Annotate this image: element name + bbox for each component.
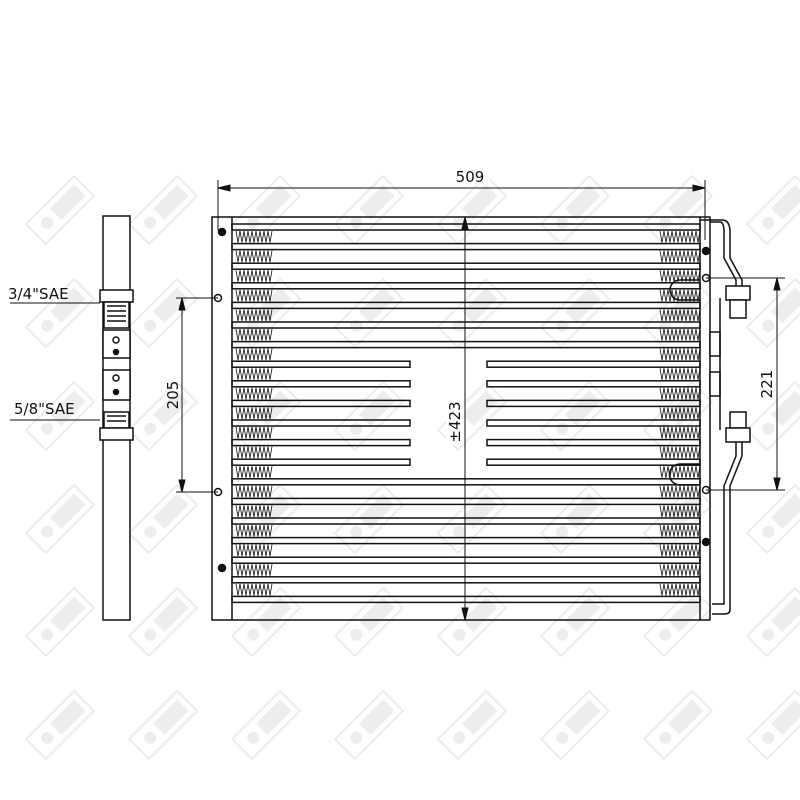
fins: [235, 407, 701, 420]
fins: [235, 564, 701, 576]
tube: [486, 399, 701, 408]
fins: [235, 387, 701, 400]
side-view: [10, 215, 134, 621]
tube: [231, 242, 701, 251]
dimension-bracket-spacing: 205: [164, 381, 182, 410]
watermark-logo: [127, 277, 199, 349]
watermark-logo: [745, 380, 800, 452]
return-bend: [668, 463, 700, 486]
watermark-logo: [745, 174, 800, 246]
fins: [235, 348, 701, 361]
watermark-logo: [333, 174, 405, 246]
watermark-logo: [745, 689, 800, 761]
fins: [235, 505, 701, 518]
tube: [231, 517, 701, 525]
watermark-logo: [745, 277, 800, 349]
tube: [231, 536, 701, 545]
watermark-logo: [333, 689, 405, 761]
fins: [235, 466, 701, 478]
fins: [235, 583, 701, 596]
tube: [231, 340, 701, 349]
tube: [231, 497, 701, 506]
watermark-logo: [436, 689, 508, 761]
tube: [231, 321, 701, 329]
watermark-logo: [333, 586, 405, 658]
watermark-logo: [24, 689, 96, 761]
fins: [235, 485, 701, 498]
watermark-logo: [24, 174, 96, 246]
fins: [235, 446, 701, 459]
watermark-logo: [745, 586, 800, 658]
tube: [486, 438, 701, 447]
return-bend: [669, 279, 700, 301]
tube: [231, 262, 701, 270]
watermark-logo: [539, 689, 611, 761]
watermark-logo: [539, 483, 611, 555]
tube: [231, 282, 701, 290]
tube: [486, 419, 701, 427]
watermark-logo: [127, 586, 199, 658]
tube: [231, 438, 411, 447]
watermark-layer: [24, 174, 800, 761]
watermark-logo: [333, 483, 405, 555]
dimension-width: 509: [456, 168, 485, 186]
tube: [486, 380, 701, 388]
dimension-lines: [176, 180, 785, 621]
watermark-logo: [24, 380, 96, 452]
condenser-core: [211, 216, 751, 621]
watermark-logo: [127, 689, 199, 761]
watermark-logo: [436, 586, 508, 658]
fins: [235, 328, 701, 341]
tube: [231, 576, 701, 584]
tube: [231, 419, 411, 427]
watermark-logo: [642, 689, 714, 761]
watermark-logo: [642, 174, 714, 246]
watermark-logo: [230, 689, 302, 761]
fins: [235, 289, 701, 302]
watermark-logo: [24, 586, 96, 658]
fins: [235, 309, 701, 322]
watermark-logo: [745, 483, 800, 555]
fins: [235, 250, 701, 263]
watermark-logo: [230, 174, 302, 246]
dimension-height: ±423: [446, 401, 464, 442]
fitting-label-lower: 5/8"SAE: [14, 400, 75, 418]
watermark-logo: [127, 483, 199, 555]
tube: [231, 380, 411, 388]
watermark-logo: [24, 483, 96, 555]
fins: [235, 270, 701, 282]
fins: [235, 426, 701, 439]
tube: [486, 360, 701, 368]
tube: [231, 399, 411, 408]
tube: [231, 360, 411, 368]
watermark-logo: [642, 586, 714, 658]
tube: [486, 458, 701, 466]
fins: [235, 524, 701, 537]
watermark-logo: [539, 586, 611, 658]
watermark-logo: [127, 174, 199, 246]
watermark-logo: [230, 586, 302, 658]
fins: [235, 368, 701, 380]
tube: [231, 595, 701, 604]
tube: [231, 556, 701, 564]
watermark-logo: [127, 380, 199, 452]
tube: [231, 458, 411, 466]
dimension-port-spacing: 221: [758, 370, 776, 399]
watermark-logo: [436, 174, 508, 246]
watermark-logo: [539, 174, 611, 246]
fitting-label-upper: 3/4"SAE: [8, 285, 69, 303]
watermark-logo: [436, 483, 508, 555]
fins: [235, 544, 701, 557]
tube: [231, 301, 701, 310]
tube: [231, 478, 701, 486]
fins: [235, 230, 701, 243]
